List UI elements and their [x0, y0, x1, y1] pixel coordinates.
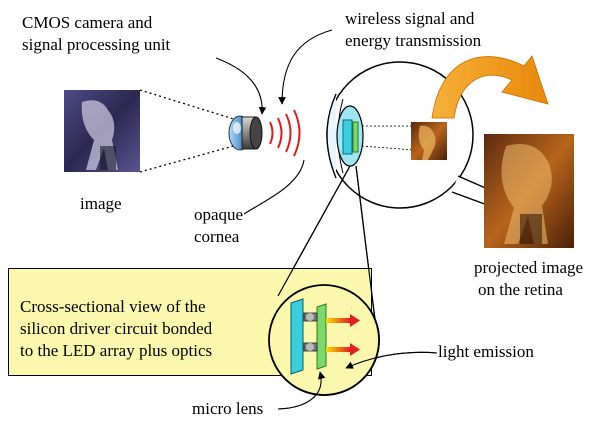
retina-image-small	[411, 122, 447, 160]
wireless-label-line2: energy transmission	[345, 31, 482, 50]
cross-section-label-line2: silicon driver circuit bonded	[20, 319, 213, 338]
camera-label-line2: signal processing unit	[22, 35, 171, 54]
image-label: image	[80, 194, 122, 213]
wireless-label-line1: wireless signal and	[345, 9, 475, 28]
micro-lens-label: micro lens	[192, 399, 264, 418]
source-image	[64, 90, 140, 172]
cmos-camera-icon	[228, 115, 263, 151]
projected-image	[484, 134, 574, 248]
projected-image-label-line1: projected image	[474, 258, 584, 277]
projection-arrow	[431, 55, 549, 119]
light-emission-label: light emission	[438, 342, 534, 361]
projected-image-label-line2: on the retina	[478, 280, 563, 299]
camera-label-line1: CMOS camera and	[22, 13, 153, 32]
opaque-cornea-label-line1: opaque	[194, 205, 244, 224]
opaque-cornea-label-line2: cornea	[194, 227, 240, 246]
view-lines	[139, 89, 238, 173]
wireless-signal-icon	[269, 109, 301, 157]
cross-section-label-line1: Cross-sectional view of the	[20, 297, 206, 316]
cross-section-label-line3: to the LED array plus optics	[20, 341, 213, 360]
